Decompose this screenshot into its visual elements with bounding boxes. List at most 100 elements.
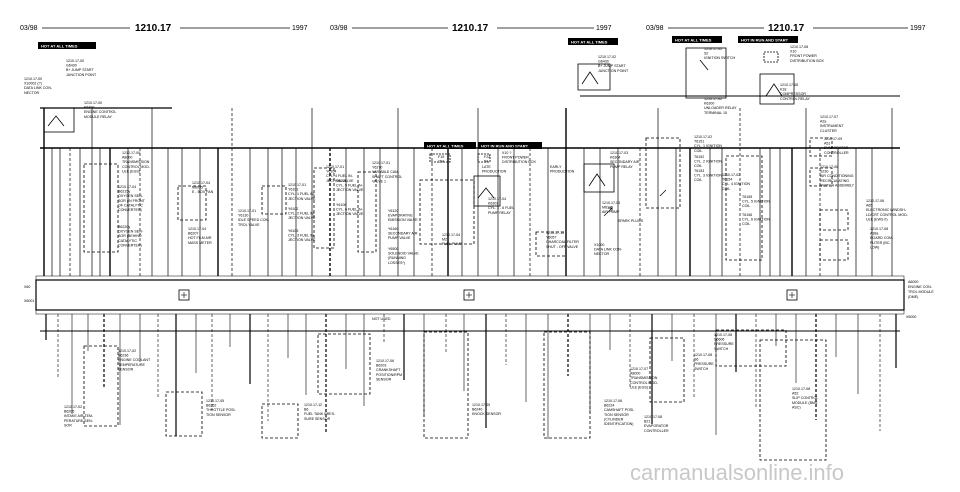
component-ref: 1210.17-04 [118, 185, 136, 189]
header-page-number: 1210.17 [768, 23, 805, 34]
header-page-number: 1210.17 [452, 23, 489, 34]
component-label-line: CONTROL RELAY [780, 97, 811, 101]
component-label-line: EVAPORATOR [644, 424, 669, 428]
component-label-line: 5A [484, 160, 489, 164]
component-label-line: CYL. 5 IGNITION [742, 200, 770, 204]
component-label-line: SOR [64, 423, 72, 427]
component-label-line: Y6102 [288, 207, 298, 211]
component-label-line: Y6106 [336, 203, 346, 207]
component-ref: 1210.17-06 [604, 399, 622, 403]
component-ref: 1210.17-02 [704, 97, 722, 101]
component-label-line: LOSSES*) [388, 261, 405, 265]
component-label-line: PRESSURE [694, 362, 714, 366]
component-ref: 1210.17-03 [602, 201, 620, 205]
component-label-line: CYL. 3 IGNITION [694, 174, 722, 178]
component-ref: 1210.17-02 [598, 55, 616, 59]
header-year: 1997 [910, 25, 926, 32]
component-label-line: B6240 [472, 408, 482, 412]
component-label-line: Y6160 [388, 227, 398, 231]
component-label-line: F19 [438, 155, 444, 159]
component-label-line: PRODUCTION [482, 170, 507, 174]
top-wires [43, 108, 893, 276]
component-label-line: TION SENSOR [604, 413, 629, 417]
component-ref: 1210.17-08 [780, 83, 798, 87]
component-label-line: TEMPERATURE [118, 363, 145, 367]
ecm-name-line: (DME) [908, 295, 918, 299]
component-label-line: CYL. 2 FUEL IN- [288, 212, 316, 216]
component-label-line: K6304 [610, 156, 620, 160]
component-label-line: T6153 [694, 169, 704, 173]
component-label-line: A51 [824, 142, 830, 146]
component-ref: 1210.17-08 [790, 45, 808, 49]
component-ref: 1210.17-00 [84, 101, 102, 105]
sensor-boxes [83, 137, 849, 461]
component-label-line: SECONDARY AIR [388, 232, 418, 236]
component-label-line: NOT USED [372, 317, 391, 321]
component-label-line: B+ JUMP START [66, 68, 94, 72]
component-label-line: CONTROL MOD- [122, 165, 151, 169]
component-ref: 1210.17-05 [472, 403, 490, 407]
component-label-line: COIL [742, 204, 750, 208]
component-label: SPARK PLUGS [618, 219, 644, 223]
component-label-line: COMPRESSOR [780, 92, 806, 96]
component-label-line: F22 [484, 155, 490, 159]
badge-hot-all-times-2: HOT AT ALL TIMES [424, 142, 476, 149]
component-label-line: A8000 [630, 372, 640, 376]
component-label-line: VARIABLE CAM- [372, 170, 400, 174]
component-ref: 1210.17-01 [238, 209, 256, 213]
component-label-line: T6151 [694, 140, 704, 144]
component-label-line: LATE [482, 165, 491, 169]
component-label-line: FRONT POWER [790, 54, 817, 58]
component-label-line: K6301 [488, 202, 498, 206]
component-label-line: JECTION VALVE [326, 179, 354, 183]
component-label-line: ENGINE COOLANT [118, 358, 151, 362]
component-label-line: T6152 [694, 155, 704, 159]
component-label-line: RECIRCULATING [820, 179, 849, 183]
component-label-line: JECTION VALVE [288, 197, 316, 201]
component-label-line: B6207 [188, 232, 198, 236]
component-label-line: CYL. 2 IGNITION [694, 160, 722, 164]
component-label-line: OF CATALYTIC [118, 203, 143, 207]
fuse-icon [429, 51, 779, 163]
component-label-line: MASS METER [188, 241, 212, 245]
component-label-line: Y6104 [326, 170, 336, 174]
component-label-line: BOARD COM- [870, 236, 894, 240]
component-label-line: SWITCH [694, 367, 709, 371]
component-label-line: E - BOX FAN [192, 190, 214, 194]
component-label-line: CYL. 1 IGNITION [694, 144, 722, 148]
component-ref: 1210.17-05 [206, 399, 224, 403]
component-label-line: CONVERTER) [118, 243, 142, 247]
component-label-line: B6224 [604, 404, 614, 408]
ecm-name-line: A6000 [908, 280, 918, 284]
ecm-ground-ref: X6001 [24, 299, 34, 303]
component-label-line: SENSOR [118, 367, 134, 371]
component-label-line: OXYGEN SEN- [118, 194, 144, 198]
component-label-line: SENSOR [376, 377, 392, 381]
component-label-line: TION SENSOR [206, 413, 231, 417]
component-label-line: CYL. 3 FUEL IN- [288, 234, 316, 238]
svg-text:HOT IN RUN AND START: HOT IN RUN AND START [741, 37, 789, 42]
component-label-line: COIL [694, 164, 702, 168]
